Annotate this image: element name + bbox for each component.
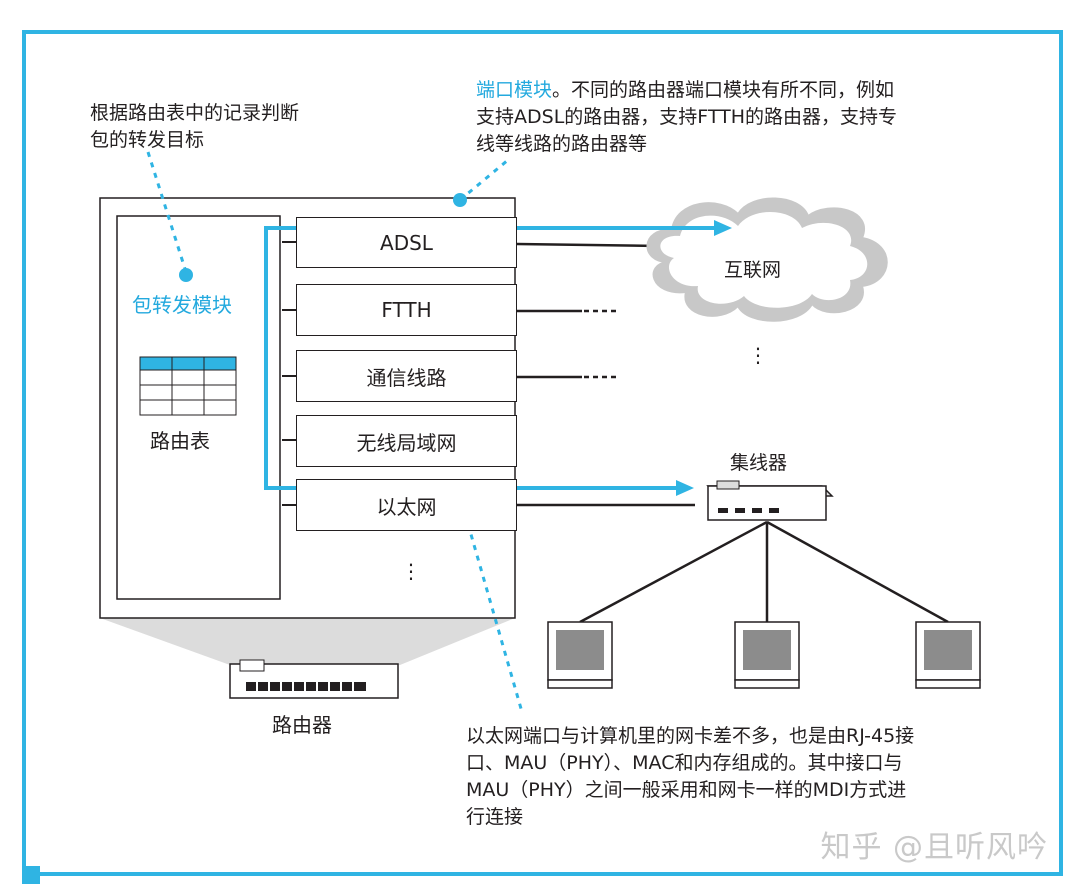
- router-device: [229, 659, 399, 699]
- ethernet-note-line-1: 以太网端口与计算机里的网卡差不多，也是由RJ-45接: [466, 725, 915, 747]
- port-adsl: ADSL: [296, 217, 517, 268]
- port-connectors: [282, 241, 296, 506]
- port-wireless-lan: 无线局域网: [296, 415, 517, 467]
- watermark: 知乎 @且听风吟: [820, 830, 1048, 865]
- hub-device: [706, 480, 834, 521]
- port-ethernet-label: 以太网: [376, 494, 437, 519]
- port-leased-line-label: 通信线路: [366, 365, 447, 390]
- arrow-head-internet: [714, 220, 732, 236]
- internet-label: 互联网: [724, 259, 782, 281]
- frame-corner-mark: [22, 866, 40, 884]
- dashed-link-continuations: [584, 309, 620, 379]
- pc-3: [915, 621, 981, 689]
- forwarding-module-label: 包转发模块: [132, 293, 232, 317]
- port-adsl-label: ADSL: [380, 230, 433, 255]
- port-ethernet: 以太网: [296, 479, 517, 531]
- arrow-head-hub: [676, 480, 694, 496]
- port-module-note-line-2: 支持ADSL的路由器，支持FTTH的路由器，支持专: [476, 106, 898, 128]
- ethernet-note-line-3: MAU（PHY）之间一般采用和网卡一样的MDI方式进: [466, 779, 907, 801]
- port-leased-line: 通信线路: [296, 350, 517, 402]
- port-ftth: FTTH: [296, 284, 517, 336]
- external-links: [516, 242, 695, 507]
- port-module-note-line-1: 端口模块。不同的路由器端口模块有所不同，例如: [476, 77, 894, 104]
- more-links-ellipsis: ⋮: [748, 343, 768, 367]
- more-ports-ellipsis: ⋮: [401, 559, 421, 583]
- forwarding-note-line-2: 包的转发目标: [90, 129, 205, 151]
- port-module-note-line-3: 线等线路的路由器等: [476, 133, 648, 155]
- forwarding-note-line-1: 根据路由表中的记录判断: [90, 102, 300, 124]
- port-wireless-lan-label: 无线局域网: [356, 430, 457, 455]
- port-module-note-line-1-text: 。不同的路由器端口模块有所不同，例如: [552, 79, 895, 101]
- hub-to-pc-links: [579, 520, 949, 624]
- hub-label: 集线器: [730, 452, 788, 474]
- pc-1: [547, 621, 613, 689]
- ethernet-note-line-2: 口、MAU（PHY）、MAC和内存组成的。其中接口与: [466, 752, 903, 774]
- routing-table-icon: [139, 356, 237, 416]
- figure-frame: [22, 30, 1063, 876]
- router-device-label: 路由器: [272, 713, 332, 737]
- zoom-projection: [100, 618, 515, 665]
- ethernet-note-line-4: 行连接: [466, 806, 524, 828]
- pc-2: [734, 621, 800, 689]
- port-ftth-label: FTTH: [381, 298, 432, 322]
- port-module-highlight: 端口模块: [476, 79, 553, 101]
- routing-table-label: 路由表: [150, 429, 210, 453]
